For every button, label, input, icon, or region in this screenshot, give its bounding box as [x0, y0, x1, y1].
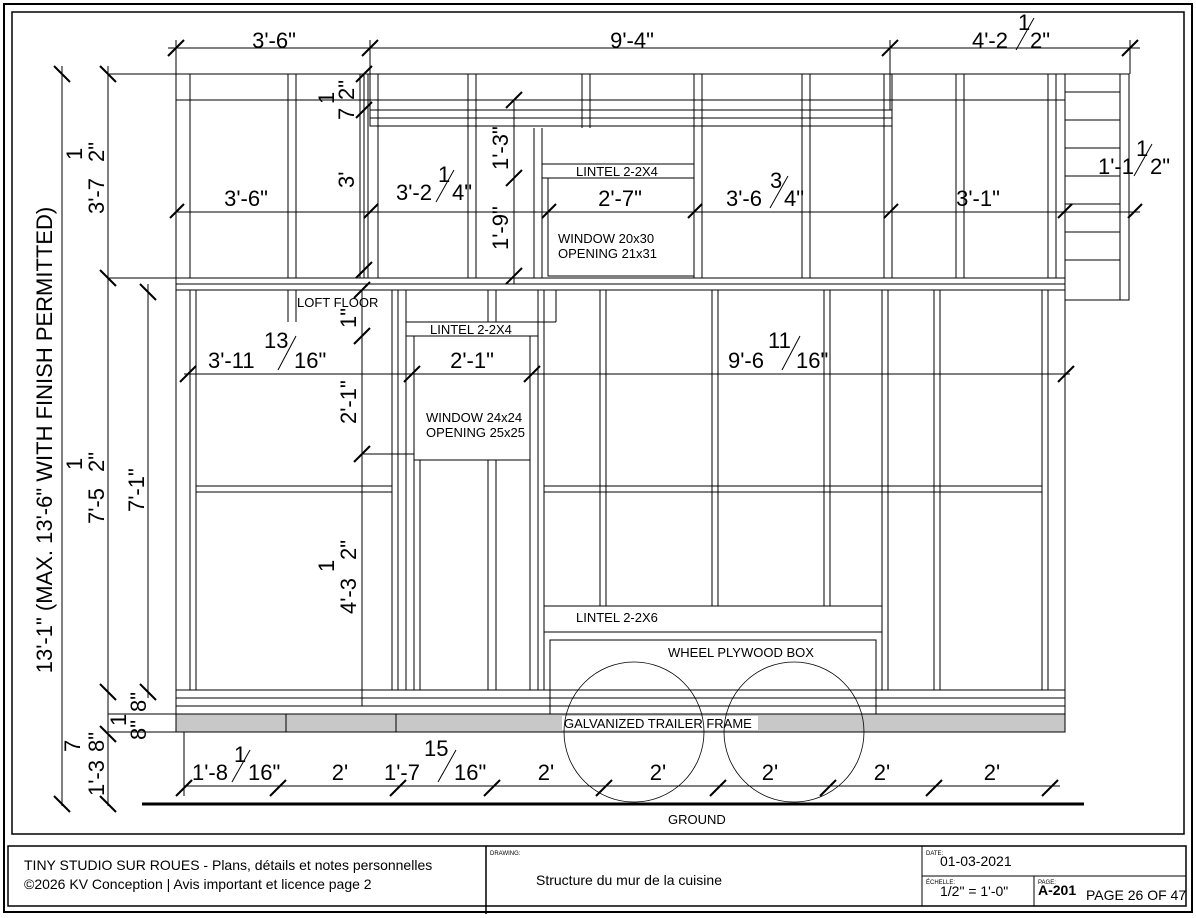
- dim-main-v2: 4'-3: [336, 578, 361, 614]
- dim-loft-w2: 3'-2: [396, 180, 432, 205]
- page-of: PAGE 26 OF 47: [1086, 887, 1186, 903]
- dim-main-v1: 2'-1": [336, 380, 361, 424]
- dim-main-w3-den: 16": [796, 348, 828, 373]
- dim-main-w1: 3'-11: [208, 348, 255, 373]
- dim-bottom-7: 2': [874, 760, 890, 785]
- label-window-lower-1: WINDOW 24x24: [426, 410, 522, 425]
- side-shelf-box: [1064, 73, 1130, 301]
- dim-main-v2-num: 1: [314, 560, 339, 572]
- dim-left-base-den: 8": [84, 732, 109, 752]
- dim-left-mid-num: 1: [62, 458, 87, 470]
- label-window-upper-2: OPENING 21x31: [558, 246, 657, 261]
- label-lintel-2x6: LINTEL 2-2X6: [576, 610, 658, 625]
- dim-main-w3-num: 11: [768, 328, 791, 353]
- dim-bottom-5: 2': [650, 760, 666, 785]
- dim-left-upper: 3'-7: [84, 178, 109, 214]
- dim-loft-small: 1": [336, 308, 361, 328]
- dim-loft-top-num: 1: [314, 92, 339, 104]
- project-line-2: ©2026 KV Conception | Avis important et …: [24, 876, 372, 892]
- drawing-title: Structure du mur de la cuisine: [536, 872, 722, 888]
- dim-loft-1-9: 1'-9": [488, 206, 513, 250]
- dim-top-3-num: 1: [1018, 10, 1030, 35]
- dim-main-v2-den: 2": [336, 540, 361, 560]
- dim-bottom-1: 1'-8: [192, 760, 228, 785]
- inner-border: [11, 11, 1185, 835]
- dim-main-w3: 9'-6: [728, 348, 764, 373]
- date-caption: DATE:: [926, 851, 944, 857]
- dim-bottom-1-num: 1: [234, 742, 246, 767]
- dim-loft-1-3: 1'-3": [488, 126, 513, 170]
- dim-left-floor-1: 1: [106, 714, 131, 726]
- dim-left-mid-den: 2": [84, 452, 109, 472]
- dimension-lines: [53, 39, 1143, 813]
- dim-loft-w4-den: 4": [784, 186, 804, 211]
- lower-window-opening: [413, 335, 531, 461]
- wheel-left: [563, 661, 705, 803]
- label-window-upper-1: WINDOW 20x30: [558, 231, 654, 246]
- title-block: TINY STUDIO SUR ROUES - Plans, détails e…: [7, 845, 1187, 914]
- dim-top-3-den: 2": [1030, 28, 1050, 53]
- component-labels: LINTEL 2-2X4 WINDOW 20x30 OPENING 21x31 …: [297, 164, 814, 827]
- label-wheel-box: WHEEL PLYWOOD BOX: [668, 645, 814, 660]
- page-caption: PAGE:: [1038, 880, 1056, 886]
- dim-left-base: 1'-3: [84, 760, 109, 796]
- dim-loft-3: 3': [334, 172, 359, 188]
- dim-main-w2: 2'-1": [450, 348, 494, 373]
- wheel-lintel: [543, 605, 883, 633]
- outer-border: [3, 3, 1193, 913]
- dim-top-1: 3'-6": [252, 28, 296, 53]
- dim-bottom-6: 2': [762, 760, 778, 785]
- label-loft-floor: LOFT FLOOR: [297, 295, 378, 310]
- dim-loft-w4-num: 3: [770, 168, 782, 193]
- dim-loft-w3: 2'-7": [598, 186, 642, 211]
- dim-loft-w1: 3'-6": [224, 186, 268, 211]
- dim-bottom-8: 2': [984, 760, 1000, 785]
- dim-main-w1-den: 16": [294, 348, 326, 373]
- dim-loft-right: 1'-1: [1098, 154, 1134, 179]
- dim-left-base-num: 7: [60, 740, 85, 752]
- dim-loft-w2-num: 1: [438, 162, 450, 187]
- label-lintel-lower: LINTEL 2-2X4: [430, 322, 512, 337]
- label-window-lower-2: OPENING 25x25: [426, 425, 525, 440]
- framing: [175, 73, 1130, 715]
- label-lintel-upper: LINTEL 2-2X4: [576, 164, 658, 179]
- dim-left-wall: 7'-1": [124, 468, 149, 512]
- dim-left-mid: 7'-5: [84, 488, 109, 524]
- dim-loft-top-den: 2": [334, 80, 359, 100]
- date-value: 01-03-2021: [940, 853, 1012, 869]
- dim-bottom-4: 2': [538, 760, 554, 785]
- wheel-right: [723, 661, 865, 803]
- dim-bottom-2: 2': [332, 760, 348, 785]
- sheet-number: A-201: [1038, 882, 1076, 898]
- label-trailer-frame: GALVANIZED TRAILER FRAME: [564, 716, 752, 731]
- scale-caption: ÉCHELLE:: [926, 879, 955, 886]
- trailer-label-bg: [562, 716, 758, 730]
- dim-left-upper-num: 1: [62, 148, 87, 160]
- dim-loft-w2-den: 4": [452, 180, 472, 205]
- dim-loft-w4: 3'-6: [726, 186, 762, 211]
- dim-loft-w5: 3'-1": [956, 186, 1000, 211]
- label-ground: GROUND: [668, 812, 726, 827]
- dim-loft-top: 7: [334, 108, 359, 120]
- dim-left-total: 13'-1" (MAX. 13'-6" WITH FINISH PERMITTE…: [32, 207, 57, 674]
- dimension-texts: 3'-6" 9'-4" 4'-2 1 2" 13'-1" (MAX. 13'-6…: [32, 10, 1170, 796]
- dim-left-upper-den: 2": [84, 142, 109, 162]
- project-line-1: TINY STUDIO SUR ROUES - Plans, détails e…: [24, 857, 432, 873]
- dim-left-floor-2: 8": [126, 720, 151, 740]
- dim-bottom-3-num: 15: [424, 736, 448, 761]
- upper-window-opening: [547, 177, 695, 277]
- dim-top-3: 4'-2: [972, 28, 1008, 53]
- dim-bottom-3-den: 16": [454, 760, 486, 785]
- dim-bottom-3: 1'-7: [384, 760, 420, 785]
- dim-bottom-1-den: 16": [248, 760, 280, 785]
- scale-value: 1/2" = 1'-0": [940, 883, 1008, 899]
- drawing-caption: DRAWING:: [490, 851, 521, 857]
- dim-loft-right-num: 1: [1136, 136, 1148, 161]
- dim-top-2: 9'-4": [610, 28, 654, 53]
- dim-loft-right-den: 2": [1150, 154, 1170, 179]
- dim-main-w1-num: 13: [264, 328, 288, 353]
- dim-left-floor-1b: 8": [126, 692, 151, 712]
